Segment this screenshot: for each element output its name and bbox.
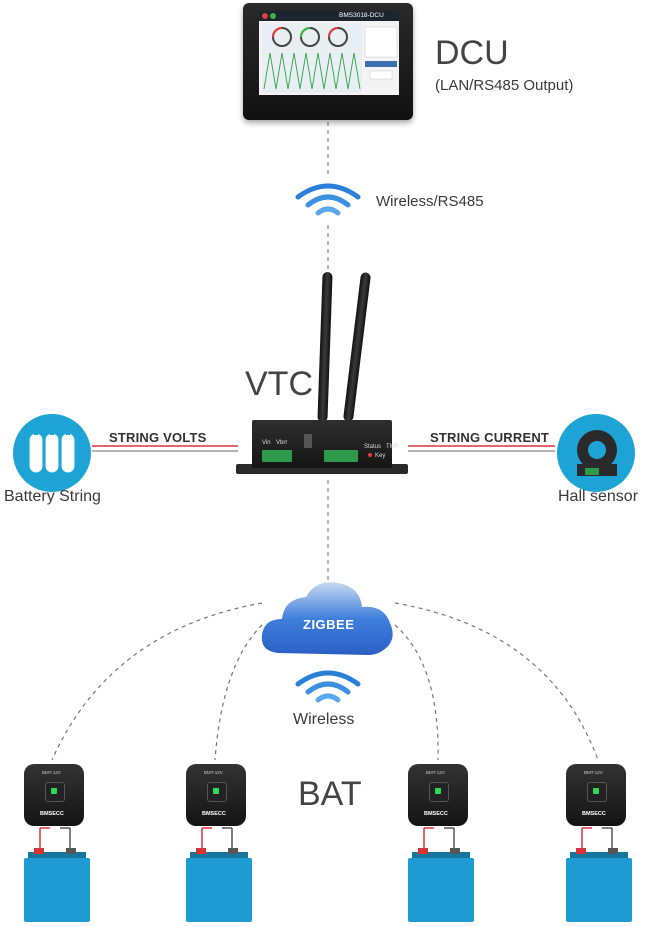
dcu-subtitle: (LAN/RS485 Output) xyxy=(435,77,574,94)
vtc-device: Vin Vbrr Status Key TMP xyxy=(236,420,408,476)
bat-module-brand: BMSECC xyxy=(202,811,226,817)
battery-string-icon xyxy=(13,414,91,492)
vtc-port-vbrr: Vbrr xyxy=(276,440,288,446)
vtc-port-status: Status xyxy=(364,444,382,450)
wireless-top-icon xyxy=(295,183,361,216)
link-bottom-label: Wireless xyxy=(293,711,355,728)
zigbee-cloud-icon xyxy=(261,582,393,655)
bat-module[interactable]: BMT-12V BMSECC xyxy=(186,764,246,826)
bat-module[interactable]: BMT-12V BMSECC xyxy=(566,764,626,826)
string-current-label: STRING CURRENT xyxy=(430,430,550,445)
vtc-port-key: Key xyxy=(375,453,386,459)
wireless-bottom-icon xyxy=(295,670,361,703)
vtc-terminal-left[interactable] xyxy=(262,450,292,462)
hall-sensor-label: Hall sensor xyxy=(558,488,639,505)
vtc-port-vin: Vin xyxy=(262,440,271,446)
dcu-title: DCU xyxy=(435,34,509,72)
bat-led-icon xyxy=(435,788,441,794)
bat-module-model: BMT-12V xyxy=(584,770,603,775)
bat-module[interactable]: BMT-12V BMSECC xyxy=(408,764,468,826)
link-top-label: Wireless/RS485 xyxy=(376,193,484,210)
bat-3: BMT-12V BMSECC xyxy=(408,764,474,924)
bat-module-brand: BMSECC xyxy=(40,811,64,817)
vtc-switch[interactable] xyxy=(304,434,312,448)
bat-led-icon xyxy=(593,788,599,794)
bat-led-icon xyxy=(213,788,219,794)
string-volts-label: STRING VOLTS xyxy=(109,430,207,445)
bat-module-brand: BMSECC xyxy=(424,811,448,817)
bat-module-model: BMT-12V xyxy=(204,770,223,775)
battery-string-label: Battery String xyxy=(4,488,101,505)
bat-module[interactable]: BMT-12V BMSECC xyxy=(24,764,84,826)
stop-icon[interactable] xyxy=(262,13,268,19)
vtc-terminal-mid[interactable] xyxy=(324,450,358,462)
run-icon[interactable] xyxy=(270,13,276,19)
dcu-screen-graph xyxy=(262,23,398,93)
status-led-icon xyxy=(368,453,372,457)
bat-2: BMT-12V BMSECC xyxy=(186,764,252,924)
arc-bat-1 xyxy=(51,602,263,761)
bat-1: BMT-12V BMSECC xyxy=(24,764,90,924)
dcu-device: BMS3018-DCU xyxy=(243,3,413,120)
zigbee-label: ZIGBEE xyxy=(303,617,355,632)
bat-led-icon xyxy=(51,788,57,794)
bat-module-model: BMT-12V xyxy=(426,770,445,775)
dcu-screen-title: BMS3018-DCU xyxy=(339,12,384,19)
vtc-title: VTC xyxy=(245,365,313,403)
bat-module-brand: BMSECC xyxy=(582,811,606,817)
hall-sensor-icon xyxy=(557,414,635,492)
arc-bat-2 xyxy=(214,624,263,761)
dcu-screen: BMS3018-DCU xyxy=(259,11,399,95)
bat-4: BMT-12V BMSECC xyxy=(566,764,632,924)
vtc-port-tmp: TMP xyxy=(386,444,399,450)
bat-module-model: BMT-12V xyxy=(42,770,61,775)
arc-bat-4 xyxy=(394,602,599,761)
bat-title: BAT xyxy=(298,775,362,813)
arc-bat-3 xyxy=(394,624,439,761)
